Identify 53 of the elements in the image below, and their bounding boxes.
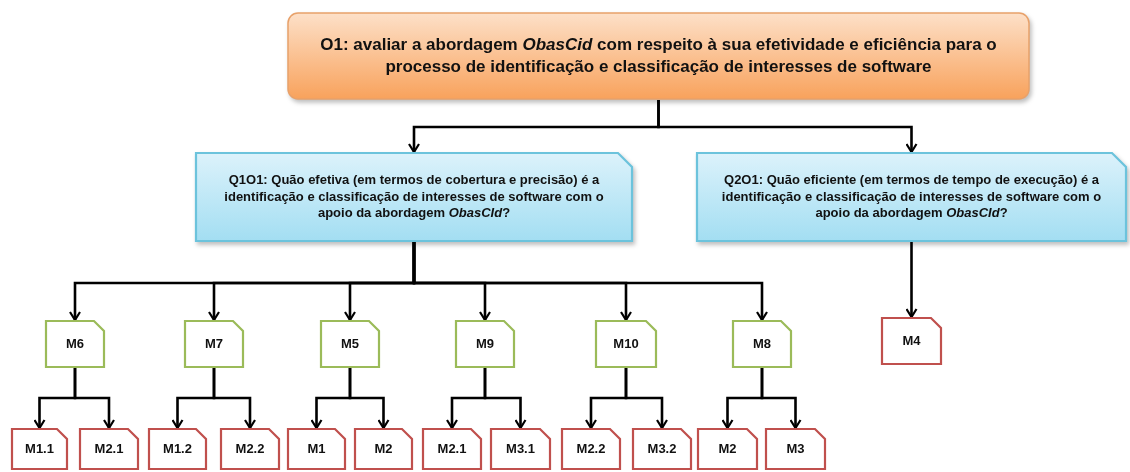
- base-metric-box: [354, 428, 413, 470]
- base-metric-box: [697, 428, 758, 470]
- base-metric-box: [561, 428, 621, 470]
- base-metric-box: [632, 428, 692, 470]
- node-text: M2.1: [437, 440, 467, 458]
- arrow: [348, 368, 390, 430]
- question-box: [696, 152, 1127, 242]
- base-metric-box: [881, 317, 942, 365]
- metric-box: [45, 320, 105, 368]
- node-text: M1.2: [163, 440, 192, 458]
- metric-box: [595, 320, 657, 368]
- base-metric-box: [11, 428, 68, 470]
- node-text: M3.1: [506, 440, 535, 458]
- node-text: M7: [204, 335, 224, 353]
- node-text: M3: [786, 440, 805, 458]
- base-metric-box: [220, 428, 280, 470]
- goal-box: [287, 12, 1030, 100]
- metric-box: [320, 320, 380, 368]
- node-text: M3.2: [647, 440, 677, 458]
- arrow: [905, 242, 918, 319]
- node-text: M2: [374, 440, 393, 458]
- arrow: [73, 368, 116, 430]
- node-text: M2.2: [576, 440, 606, 458]
- base-metric-box: [422, 428, 482, 470]
- arrow: [412, 242, 769, 322]
- arrow: [760, 368, 802, 430]
- base-metric-box: [765, 428, 826, 470]
- node-text: M10: [613, 335, 639, 353]
- metric-box: [732, 320, 792, 368]
- base-metric-box: [79, 428, 139, 470]
- node-text: Q2O1: Quão eficiente (em termos de tempo de execução) é a identificação e classificação de interesses de software com o apoio da abordagem ObasCId?: [720, 171, 1103, 223]
- node-text: M4: [902, 332, 921, 350]
- arrow: [624, 368, 669, 430]
- node-text: O1: avaliar a abordagem ObasCid com respeito à sua efetividade e eficiência para o processo de identificação e classificação de interesses de software: [319, 33, 998, 78]
- node-text: M2: [718, 440, 737, 458]
- node-text: Q1O1: Quão efetiva (em termos de cobertura e precisão) é a identificação e classificação de interesses de software com o apoio da abordagem ObasCId?: [223, 171, 605, 223]
- node-text: M6: [65, 335, 85, 353]
- node-text: M1.1: [25, 440, 54, 458]
- node-text: M5: [340, 335, 360, 353]
- node-text: M1: [307, 440, 326, 458]
- base-metric-box: [490, 428, 551, 470]
- node-text: M2.1: [94, 440, 124, 458]
- arrow: [483, 368, 527, 430]
- question-box: [195, 152, 633, 242]
- metric-box: [455, 320, 515, 368]
- arrow: [657, 100, 918, 154]
- arrow: [212, 368, 257, 430]
- base-metric-box: [148, 428, 207, 470]
- node-text: M8: [752, 335, 772, 353]
- node-text: M9: [475, 335, 495, 353]
- node-text: M2.2: [235, 440, 265, 458]
- base-metric-box: [287, 428, 346, 470]
- metric-box: [184, 320, 244, 368]
